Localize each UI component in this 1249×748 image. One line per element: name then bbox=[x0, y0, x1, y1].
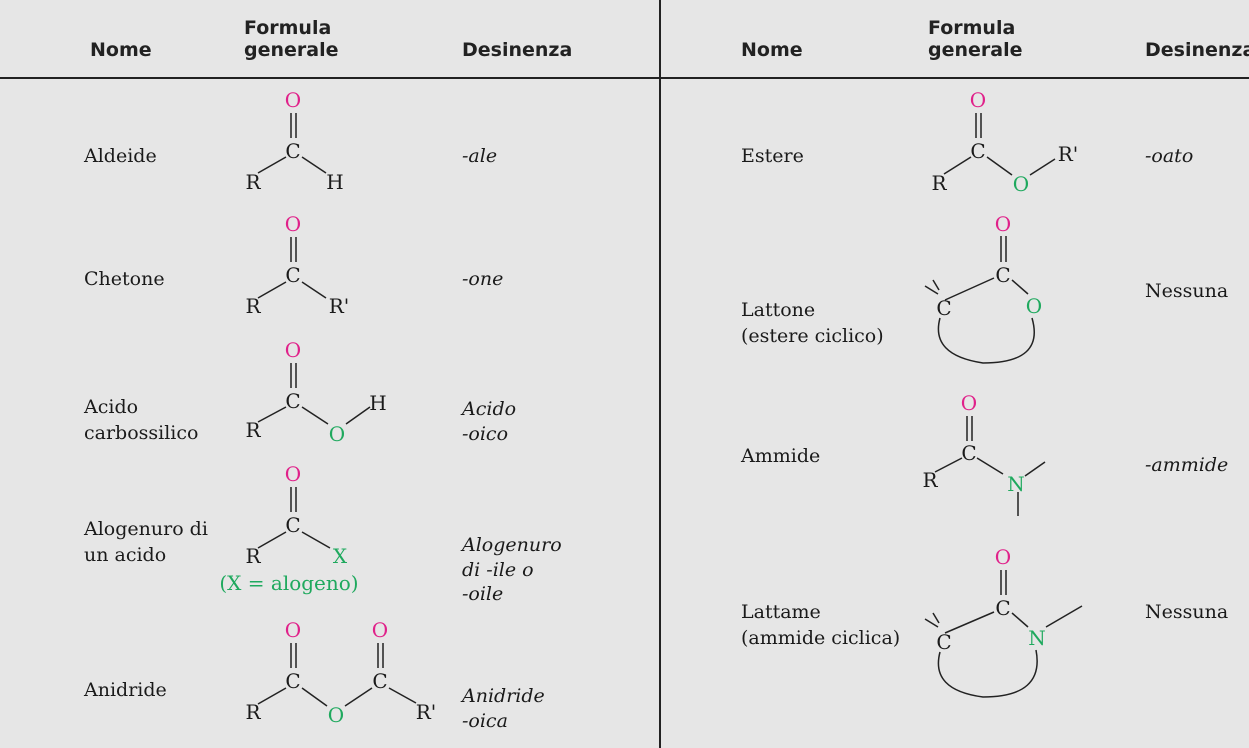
atom-r-prime: R' bbox=[329, 294, 350, 318]
atom-carbon: C bbox=[285, 389, 300, 413]
header-suffix-right: Desinenza bbox=[1145, 39, 1249, 61]
row-name-ammide: Ammide bbox=[741, 445, 821, 467]
atom-oxygen: O bbox=[285, 338, 301, 362]
row-suffix-lattone: Nessuna bbox=[1145, 280, 1229, 302]
atom-ring-nitrogen: N bbox=[1028, 626, 1046, 650]
header-name-left: Nome bbox=[90, 39, 152, 61]
atom-hydrogen: H bbox=[369, 391, 386, 415]
atom-oxygen-bridge: O bbox=[328, 703, 344, 727]
atom-hydrogen: H bbox=[326, 170, 343, 194]
header-formula-right: Formula generale bbox=[928, 17, 1023, 61]
row-name-acido-carbossilico: Acido carbossilico bbox=[84, 396, 199, 444]
formula-estere: O C R O R' bbox=[931, 88, 1078, 196]
atom-halogen: X bbox=[333, 544, 348, 568]
header-name-right: Nome bbox=[741, 39, 803, 61]
row-name-aldeide: Aldeide bbox=[84, 145, 157, 167]
row-suffix-alogenuro: Alogenuro di -ile o -oile bbox=[462, 534, 562, 606]
atom-carbon: C bbox=[285, 263, 300, 287]
atom-carbon: C bbox=[995, 596, 1010, 620]
atom-r-prime: R' bbox=[416, 700, 437, 724]
row-suffix-acido: Acido -oico bbox=[462, 398, 517, 445]
header-suffix-left: Desinenza bbox=[462, 39, 573, 61]
atom-oxygen: O bbox=[285, 462, 301, 486]
atom-r: R bbox=[245, 544, 261, 568]
atom-ring-oxygen: O bbox=[1026, 294, 1042, 318]
atom-oxygen-right: O bbox=[372, 618, 388, 642]
row-name-chetone: Chetone bbox=[84, 268, 165, 290]
formula-acido-carbossilico: O C R O H bbox=[245, 338, 386, 446]
atom-oxygen: O bbox=[285, 212, 301, 236]
row-name-anidride: Anidride bbox=[84, 679, 167, 701]
row-suffix-chetone: -one bbox=[462, 268, 504, 290]
atom-carbon: C bbox=[285, 513, 300, 537]
atom-oxygen-left: O bbox=[285, 618, 301, 642]
row-suffix-aldeide: -ale bbox=[462, 145, 498, 167]
atom-oxygen: O bbox=[995, 545, 1011, 569]
atom-carbon-right: C bbox=[372, 669, 387, 693]
column-divider bbox=[659, 0, 661, 748]
formula-aldeide: O C R H bbox=[245, 88, 343, 194]
row-suffix-lattame: Nessuna bbox=[1145, 601, 1229, 623]
atom-oxygen: O bbox=[970, 88, 986, 112]
row-suffix-ammide: -ammide bbox=[1145, 454, 1229, 476]
atom-carbon: C bbox=[995, 263, 1010, 287]
atom-carbon: C bbox=[961, 441, 976, 465]
formula-alogenuro: O C R X (X = alogeno) bbox=[219, 462, 358, 595]
atom-r: R bbox=[922, 468, 938, 492]
atom-carbon: C bbox=[970, 139, 985, 163]
halogen-note: (X = alogeno) bbox=[219, 571, 358, 595]
atom-nitrogen: N bbox=[1007, 472, 1025, 496]
atom-oxygen: O bbox=[285, 88, 301, 112]
row-suffix-anidride: Anidride -oica bbox=[462, 685, 545, 732]
atom-r: R bbox=[245, 294, 261, 318]
row-name-lattone: Lattone (estere ciclico) bbox=[741, 299, 884, 347]
atom-oxygen: O bbox=[961, 391, 977, 415]
header-rule bbox=[0, 77, 1249, 79]
formula-ammide: O C R N bbox=[922, 391, 1046, 516]
atom-r: R bbox=[245, 170, 261, 194]
atom-ring-carbon: C bbox=[936, 296, 951, 320]
atom-r: R bbox=[245, 700, 261, 724]
atom-r: R bbox=[245, 418, 261, 442]
atom-oxygen: O bbox=[995, 212, 1011, 236]
formula-lattone: O C C O bbox=[924, 212, 1042, 364]
row-name-estere: Estere bbox=[741, 145, 804, 167]
formula-anidride: O O C C O R R' bbox=[245, 618, 436, 727]
atom-ring-carbon: C bbox=[936, 630, 951, 654]
atom-carbon: C bbox=[285, 139, 300, 163]
atom-r: R bbox=[931, 171, 947, 195]
atom-carbon-left: C bbox=[285, 669, 300, 693]
row-suffix-estere: -oato bbox=[1145, 145, 1194, 167]
atom-oxygen-single: O bbox=[329, 422, 345, 446]
formula-lattame: O C C N bbox=[924, 545, 1083, 698]
header-formula-left: Formula generale bbox=[244, 17, 339, 61]
row-name-alogenuro: Alogenuro di un acido bbox=[84, 518, 208, 566]
formula-chetone: O C R R' bbox=[245, 212, 349, 318]
atom-r-prime: R' bbox=[1058, 142, 1079, 166]
row-name-lattame: Lattame (ammide ciclica) bbox=[741, 601, 901, 649]
atom-oxygen-single: O bbox=[1013, 172, 1029, 196]
